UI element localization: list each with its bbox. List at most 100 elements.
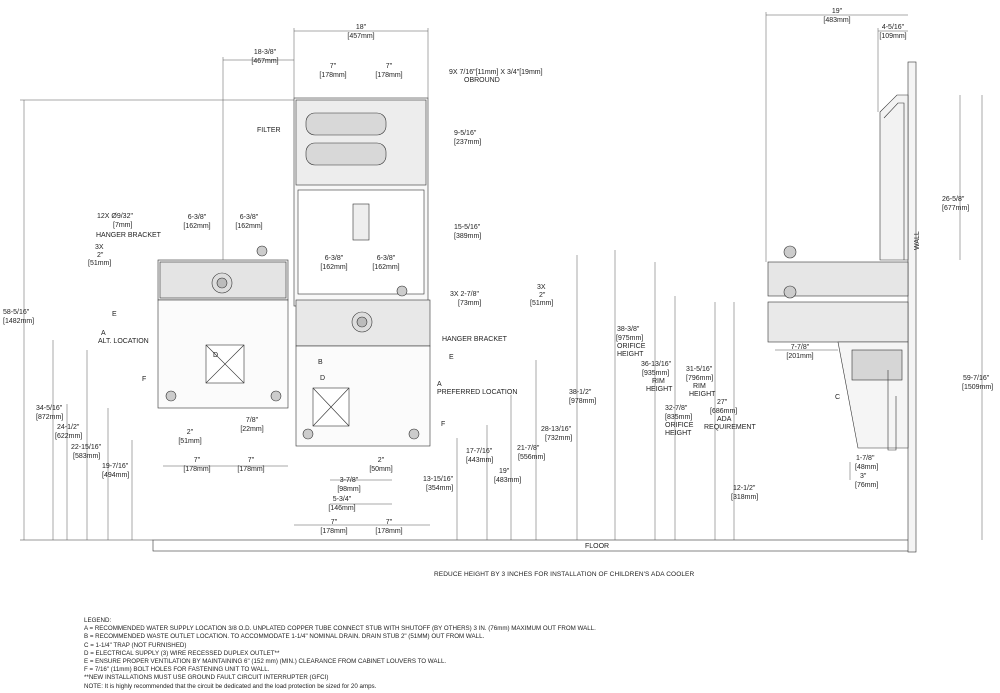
legend-item-note: NOTE: It is highly recommended that the … xyxy=(84,682,377,690)
dim-m-7a-mm: [178mm] xyxy=(320,528,347,535)
dim-15516: 15-5/16" xyxy=(454,224,481,231)
dim-s-27-mm: [686mm] xyxy=(710,408,737,415)
dim-638-l2: 6-3/8" xyxy=(240,214,259,221)
dim-9516: 9-5/16" xyxy=(454,130,477,137)
dim-m-7b-mm: [178mm] xyxy=(375,528,402,535)
dim-h-34516: 34-5/16" xyxy=(36,405,63,412)
dim-638-m1: 6-3/8" xyxy=(325,255,344,262)
dim-s-27-t2: REQUIREMENT xyxy=(704,424,756,431)
dim-r-2: 2" xyxy=(539,292,546,299)
label-wall: WALL xyxy=(914,231,921,250)
dim-l-3x: 3X xyxy=(95,244,104,251)
dim-s-59716: 59-7/16" xyxy=(963,375,990,382)
dim-s-778-mm: [201mm] xyxy=(786,353,813,360)
dim-s-3838-mm: [975mm] xyxy=(616,335,643,342)
side-view-unit xyxy=(767,94,909,451)
dim-obround-2: OBROUND xyxy=(464,77,500,84)
dim-18-38-mm: [467mm] xyxy=(251,58,278,65)
dim-638-l2-mm: [162mm] xyxy=(235,223,262,230)
label-d-left: D xyxy=(213,352,218,359)
wall-section xyxy=(907,61,917,553)
dim-s-1212-mm: [318mm] xyxy=(731,494,758,501)
dim-r-2-mm: [51mm] xyxy=(530,300,553,307)
dim-h-17716: 17-7/16" xyxy=(466,448,493,455)
dim-b-7a-mm: [178mm] xyxy=(183,466,210,473)
dim-7-right-top-mm: [178mm] xyxy=(375,72,402,79)
dim-h-58516: 58-5/16" xyxy=(3,309,30,316)
legend-item-f: F = 7/16" (11mm) BOLT HOLES FOR FASTENIN… xyxy=(84,666,270,674)
dim-s-2658: 26-5/8" xyxy=(942,196,965,203)
legend-item-d: D = ELECTRICAL SUPPLY (3) WIRE RECESSED … xyxy=(84,649,280,657)
dim-9516-mm: [237mm] xyxy=(454,139,481,146)
dim-b-78-mm: [22mm] xyxy=(240,426,263,433)
dim-h-2178-mm: [556mm] xyxy=(518,454,545,461)
label-a-right: A xyxy=(437,381,442,388)
dim-h-2412: 24-1/2" xyxy=(57,424,80,431)
dim-h-3812: 38-1/2" xyxy=(569,389,592,396)
dim-b-7b: 7" xyxy=(248,457,255,464)
dim-s-3278-t2: HEIGHT xyxy=(665,430,692,437)
dim-s-2658-mm: [677mm] xyxy=(942,205,969,212)
dim-638-l1: 6-3/8" xyxy=(188,214,207,221)
dimension-lines xyxy=(20,12,983,540)
dim-18-38: 18-3/8" xyxy=(254,49,277,56)
label-d-right: D xyxy=(320,375,325,382)
dim-m-378: 3-7/8" xyxy=(340,477,359,484)
dim-b-7b-mm: [178mm] xyxy=(237,466,264,473)
dim-h-19-mm: [483mm] xyxy=(494,477,521,484)
dim-s-3278-mm: [835mm] xyxy=(665,414,692,421)
dim-s-178-mm: [48mm] xyxy=(855,464,878,471)
dim-s-3-mm: [76mm] xyxy=(855,482,878,489)
dim-m-7a: 7" xyxy=(331,519,338,526)
dim-m-534-mm: [146mm] xyxy=(328,505,355,512)
dim-s-3: 3" xyxy=(860,473,867,480)
legend-item-c: C = 1-1/4" TRAP (NOT FURNISHED) xyxy=(84,641,187,649)
children-ada-note: REDUCE HEIGHT BY 3 INCHES FOR INSTALLATI… xyxy=(434,571,695,578)
label-hanger-right: HANGER BRACKET xyxy=(442,336,508,343)
dim-s-3838: 38-3/8" xyxy=(617,326,640,333)
dim-h-131516: 13-15/16" xyxy=(423,476,454,483)
dim-s-3838-t1: ORIFICE xyxy=(617,343,646,350)
legend-item-gfci: **NEW INSTALLATIONS MUST USE GROUND FAUL… xyxy=(84,674,329,682)
dim-r-3x: 3X xyxy=(537,284,546,291)
dim-top-19-mm: [483mm] xyxy=(823,17,850,24)
dim-s-361316-t2: HEIGHT xyxy=(646,386,673,393)
floor-slab xyxy=(152,539,916,552)
dim-m-2: 2" xyxy=(378,457,385,464)
dim-top-4516: 4-5/16" xyxy=(882,24,905,31)
dim-h-19716: 19-7/16" xyxy=(102,463,129,470)
dim-h-19716-mm: [494mm] xyxy=(102,472,129,479)
label-e-left: E xyxy=(112,311,117,318)
dim-h-281316: 28-13/16" xyxy=(541,426,572,433)
dim-m-378-mm: [98mm] xyxy=(337,486,360,493)
dim-h-2412-mm: [622mm] xyxy=(55,433,82,440)
label-f-right: F xyxy=(441,421,445,428)
dim-3278-mm: [73mm] xyxy=(458,300,481,307)
dim-7-right-top: 7" xyxy=(386,63,393,70)
dim-h-2178: 21-7/8" xyxy=(517,445,540,452)
dim-3278: 3X 2-7/8" xyxy=(450,291,479,298)
legend-title: LEGEND: xyxy=(84,617,112,624)
label-e-right: E xyxy=(449,354,454,361)
dim-h-17716-mm: [443mm] xyxy=(466,457,493,464)
dim-638-m2-mm: [162mm] xyxy=(372,264,399,271)
dim-h-131516-mm: [354mm] xyxy=(426,485,453,492)
dim-15516-mm: [389mm] xyxy=(454,233,481,240)
dim-638-l1-mm: [162mm] xyxy=(183,223,210,230)
dim-s-31516: 31-5/16" xyxy=(686,366,713,373)
dim-s-3278-t1: ORIFICE xyxy=(665,422,694,429)
dim-h-221516-mm: [583mm] xyxy=(73,453,100,460)
legend: LEGEND: A = RECOMMENDED WATER SUPPLY LOC… xyxy=(84,617,596,691)
dim-s-3838-t2: HEIGHT xyxy=(617,351,644,358)
dim-b-2: 2" xyxy=(187,429,194,436)
dim-s-361316-t1: RIM xyxy=(652,378,665,385)
dim-h-221516: 22-15/16" xyxy=(71,444,102,451)
dim-7-left-top: 7" xyxy=(330,63,337,70)
dim-holes: 12X Ø9/32" xyxy=(97,213,133,220)
dim-s-27-t1: ADA xyxy=(717,416,732,423)
label-filter: FILTER xyxy=(257,127,281,134)
dim-m-2-mm: [50mm] xyxy=(369,466,392,473)
dim-s-778: 7-7/8" xyxy=(791,344,810,351)
dim-7-left-top-mm: [178mm] xyxy=(319,72,346,79)
dim-638-m2: 6-3/8" xyxy=(377,255,396,262)
